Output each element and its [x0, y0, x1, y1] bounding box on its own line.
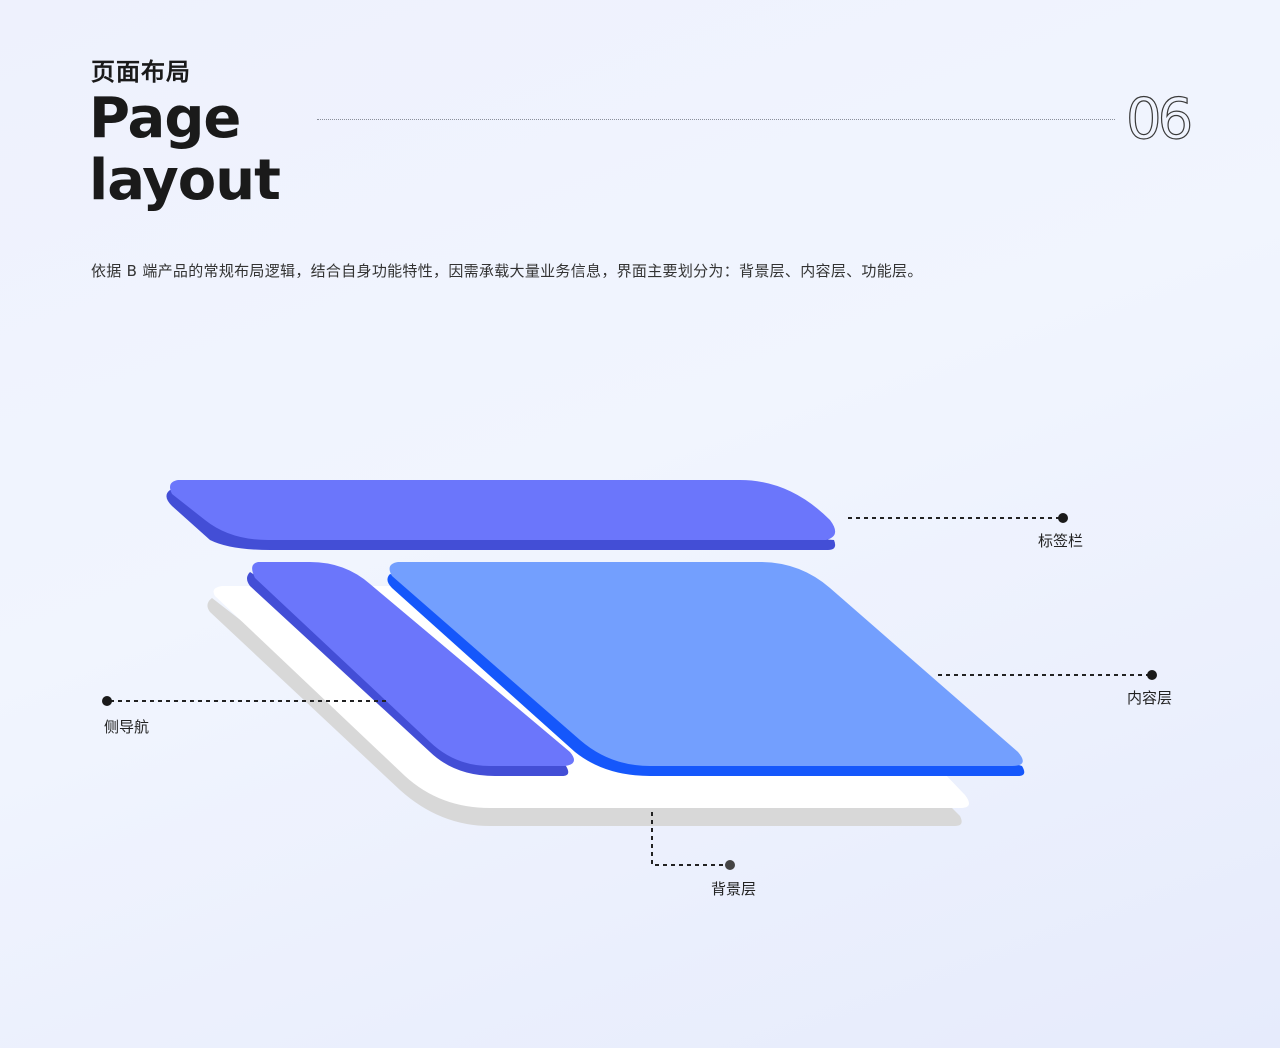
- side-nav-shape: [247, 562, 574, 776]
- header-divider: [317, 119, 1115, 120]
- section-number-text: 06: [1126, 87, 1191, 146]
- label-side-nav: 侧导航: [104, 718, 150, 736]
- page-title-en: Page layout: [89, 86, 281, 213]
- label-content-layer: 内容层: [1127, 689, 1173, 707]
- description: 依据 B 端产品的常规布局逻辑，结合自身功能特性，因需承载大量业务信息，界面主要…: [91, 262, 923, 280]
- label-tab-bar: 标签栏: [1038, 532, 1084, 550]
- page-title-zh: 页面布局: [91, 58, 191, 86]
- section-number: 06: [1125, 86, 1194, 146]
- background-layer-leader: [651, 812, 735, 870]
- tab-bar-shape: [166, 480, 836, 550]
- content-layer-leader: [938, 670, 1157, 680]
- content-layer-shape: [387, 562, 1025, 776]
- side-nav-leader: [102, 696, 388, 706]
- tab-bar-leader: [848, 513, 1068, 523]
- page-title-en-line2: layout: [89, 148, 281, 213]
- page-title-en-line1: Page: [89, 86, 241, 151]
- label-background-layer: 背景层: [711, 880, 757, 898]
